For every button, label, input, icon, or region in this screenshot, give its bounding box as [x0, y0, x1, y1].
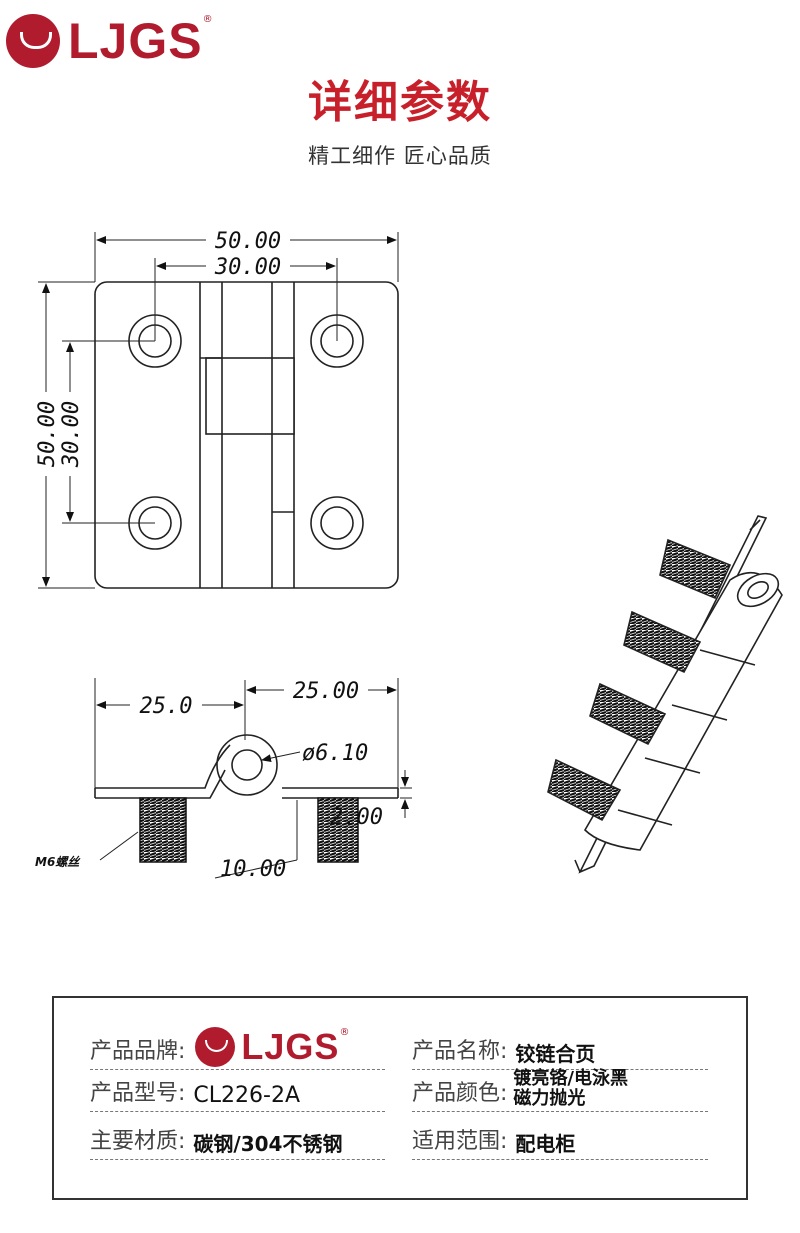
- registered-mark: ®: [339, 1027, 350, 1038]
- dim-pin-diameter: ø6.10: [302, 741, 368, 766]
- hinge-plate-outline: [94, 281, 399, 589]
- spec-label-material: 主要材质:: [90, 1129, 186, 1154]
- dim-thickness: 2.00: [330, 805, 383, 830]
- spec-brand-logo: LJGS ®: [195, 1027, 349, 1067]
- hinge-side-view: [94, 678, 412, 879]
- spec-label-usage: 适用范围:: [412, 1129, 508, 1154]
- spec-label-color: 产品颜色:: [412, 1081, 508, 1106]
- dim-height-outer: 50.00: [35, 401, 60, 467]
- dim-left-half: 25.0: [140, 694, 193, 719]
- hinge-technical-drawing: 50.00 30.00 50.00 30.00 25.0 25.00: [35, 229, 783, 882]
- hinge-isometric-view: [547, 515, 783, 874]
- spec-value-usage: 配电柜: [515, 1132, 576, 1156]
- spec-row-color: 产品颜色: 镀亮铬/电泳黑 磁力抛光: [412, 1068, 708, 1112]
- spec-value-material: 碳钢/304不锈钢: [193, 1132, 343, 1156]
- screw-stud-right: [317, 797, 359, 863]
- brand-wordmark: LJGS: [68, 13, 203, 69]
- brand-emblem-icon: [195, 1027, 236, 1067]
- brand-wordmark: LJGS: [241, 1026, 340, 1067]
- thread-note: M6螺丝: [35, 855, 81, 869]
- spec-row-name: 产品名称: 铰链合页: [412, 1030, 708, 1070]
- spec-row-material: 主要材质: 碳钢/304不锈钢: [90, 1120, 385, 1160]
- spec-value-model: CL226-2A: [193, 1083, 301, 1108]
- dim-height-holes: 30.00: [59, 401, 84, 468]
- spec-value-name: 铰链合页: [515, 1042, 596, 1066]
- spec-row-usage: 适用范围: 配电柜: [412, 1120, 708, 1160]
- screw-stud-left: [139, 797, 187, 863]
- page-title: 详细参数: [308, 77, 492, 128]
- registered-mark: ®: [202, 14, 213, 25]
- brand-emblem-icon: [6, 14, 60, 68]
- spec-row-brand: 产品品牌: LJGS ®: [90, 1027, 385, 1070]
- hinge-top-view: [38, 232, 399, 589]
- spec-label-name: 产品名称:: [412, 1039, 508, 1064]
- dim-stud-offset: 10.00: [220, 857, 286, 882]
- spec-label-brand: 产品品牌:: [90, 1039, 186, 1064]
- spec-row-model: 产品型号: CL226-2A: [90, 1072, 385, 1112]
- brand-logo: LJGS ®: [6, 14, 213, 68]
- dim-right-half: 25.00: [293, 679, 359, 704]
- spec-value-color-2: 磁力抛光: [513, 1088, 586, 1109]
- spec-table: [52, 996, 748, 1200]
- dim-width-outer: 50.00: [215, 229, 281, 254]
- spec-value-color-1: 镀亮铬/电泳黑: [513, 1068, 628, 1089]
- page-subtitle: 精工细作 匠心品质: [308, 144, 492, 168]
- spec-label-model: 产品型号:: [90, 1081, 186, 1106]
- dim-width-holes: 30.00: [214, 255, 281, 280]
